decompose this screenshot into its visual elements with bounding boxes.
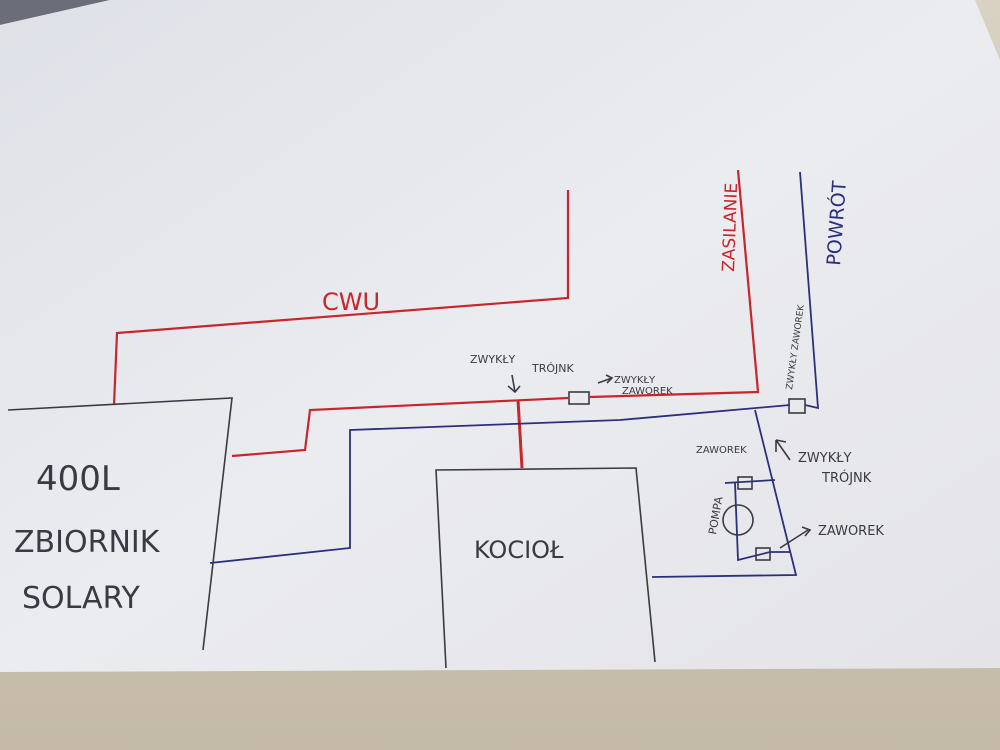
boiler-outline	[435, 467, 656, 669]
tank-outline	[7, 397, 233, 651]
arrow-icon	[775, 439, 791, 461]
label-valve-pump-top: ZAWOREK	[696, 445, 747, 456]
valve-top-icon	[568, 391, 590, 405]
valve-pump-top-icon	[737, 476, 753, 490]
label-boiler: KOCIOŁ	[474, 536, 564, 564]
pump-icon	[722, 504, 754, 536]
cold-pipes	[209, 171, 819, 578]
return-main-pipe	[209, 404, 791, 564]
label-supply: ZASILANIE	[719, 182, 742, 272]
hot-pipes	[112, 169, 760, 469]
arrow-icon	[507, 374, 521, 394]
paper-sheet	[0, 0, 1000, 672]
tee-right-icon	[788, 398, 806, 414]
label-tee-right-2: TRÓJNK	[821, 470, 872, 486]
arrow-icon	[597, 374, 614, 384]
pump-loop-pipe	[651, 409, 798, 578]
supply-pipe	[589, 169, 760, 399]
valve-pump-bottom-icon	[755, 547, 771, 561]
components	[7, 374, 812, 669]
label-tee-top-1: ZWYKŁY	[470, 353, 516, 366]
label-tee-top-2: TRÓJNK	[531, 362, 574, 375]
label-valve-top-2: ZAWOREK	[622, 386, 673, 397]
label-valve-top-1: ZWYKŁY	[614, 375, 656, 386]
return-pipe	[799, 171, 819, 410]
label-tank-1: 400L	[36, 459, 120, 499]
boiler-riser-pipe	[516, 399, 524, 469]
label-cwu: CWU	[322, 288, 380, 316]
boiler-supply-pipe	[231, 396, 569, 458]
arrow-icon	[779, 526, 812, 549]
label-tee-right-1: ZWYKŁY	[798, 451, 852, 466]
label-tank-3: SOLARY	[22, 581, 141, 616]
label-valve-pump-bottom: ZAWOREK	[818, 524, 884, 539]
label-tank-2: ZBIORNIK	[14, 525, 161, 560]
cwu-pipe	[112, 190, 570, 406]
